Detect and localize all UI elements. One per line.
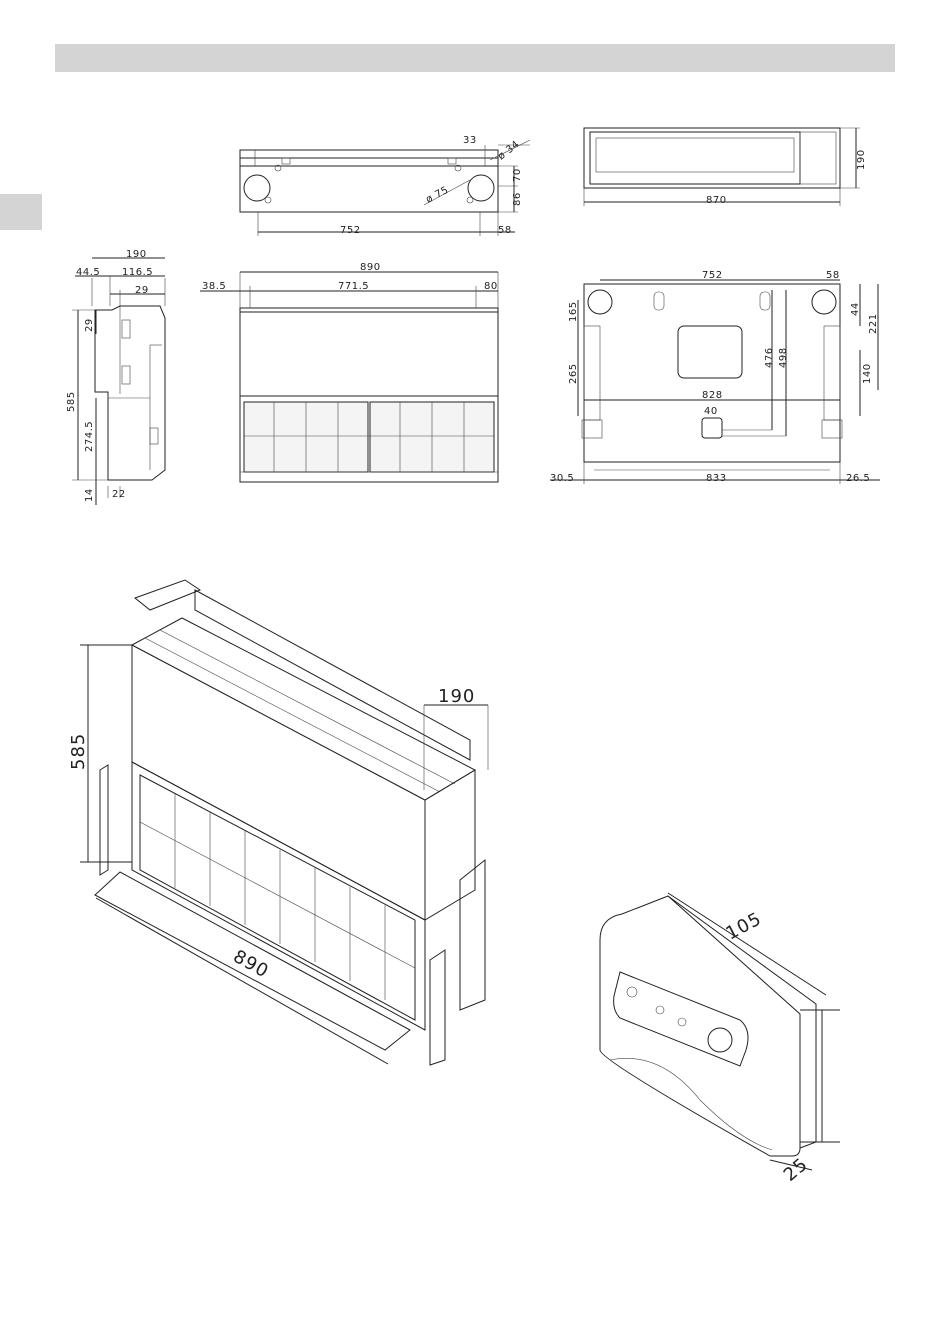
rear-dim-190: 190	[856, 149, 867, 170]
side-dim-14: 14	[84, 488, 95, 502]
back-dim-221: 221	[868, 313, 879, 334]
back-view-drawing	[550, 280, 880, 484]
controller-dim-25: 25	[780, 1154, 813, 1186]
back-dim-828: 828	[702, 390, 723, 401]
front-dim-890: 890	[360, 262, 381, 273]
controller-drawing	[600, 893, 840, 1170]
back-dim-58: 58	[826, 270, 840, 281]
top-dim-phi75: ø 75	[424, 185, 450, 206]
back-dim-140: 140	[862, 363, 873, 384]
side-view-drawing	[72, 258, 165, 505]
back-dim-40: 40	[704, 406, 718, 417]
top-dim-86: 86	[512, 192, 523, 206]
top-dim-33: 33	[463, 135, 477, 146]
top-dim-752: 752	[340, 225, 361, 236]
top-dim-70: 70	[512, 168, 523, 182]
side-dim-116.5: 116.5	[122, 267, 153, 278]
front-dim-80: 80	[484, 281, 498, 292]
back-dim-265: 265	[568, 363, 579, 384]
front-dim-38.5: 38.5	[202, 281, 226, 292]
side-dim-585: 585	[66, 391, 77, 412]
side-dim-22: 22	[112, 489, 126, 500]
back-dim-26.5: 26.5	[846, 473, 870, 484]
side-dim-274.5: 274.5	[84, 421, 95, 452]
rear-dim-870: 870	[706, 195, 727, 206]
iso-dim-190: 190	[438, 686, 475, 707]
side-dim-29-top: 29	[135, 285, 149, 296]
side-dim-29-side: 29	[84, 318, 95, 332]
back-dim-752: 752	[702, 270, 723, 281]
iso-dim-585: 585	[68, 733, 89, 770]
side-dim-190: 190	[126, 249, 147, 260]
top-dim-58: 58	[498, 225, 512, 236]
controller-dim-105: 105	[722, 908, 765, 944]
back-dim-833: 833	[706, 473, 727, 484]
top-dim-phi34: ø 34	[496, 139, 522, 162]
side-dim-44.5: 44.5	[76, 267, 100, 278]
back-dim-30.5: 30.5	[550, 473, 574, 484]
front-dim-771.5: 771.5	[338, 281, 369, 292]
back-dim-498: 498	[778, 347, 789, 368]
back-dim-44: 44	[850, 302, 861, 316]
back-dim-165: 165	[568, 301, 579, 322]
isometric-view-drawing	[80, 580, 488, 1065]
top-view-drawing	[240, 140, 530, 236]
back-dim-476: 476	[764, 347, 775, 368]
front-view-drawing	[200, 272, 498, 482]
